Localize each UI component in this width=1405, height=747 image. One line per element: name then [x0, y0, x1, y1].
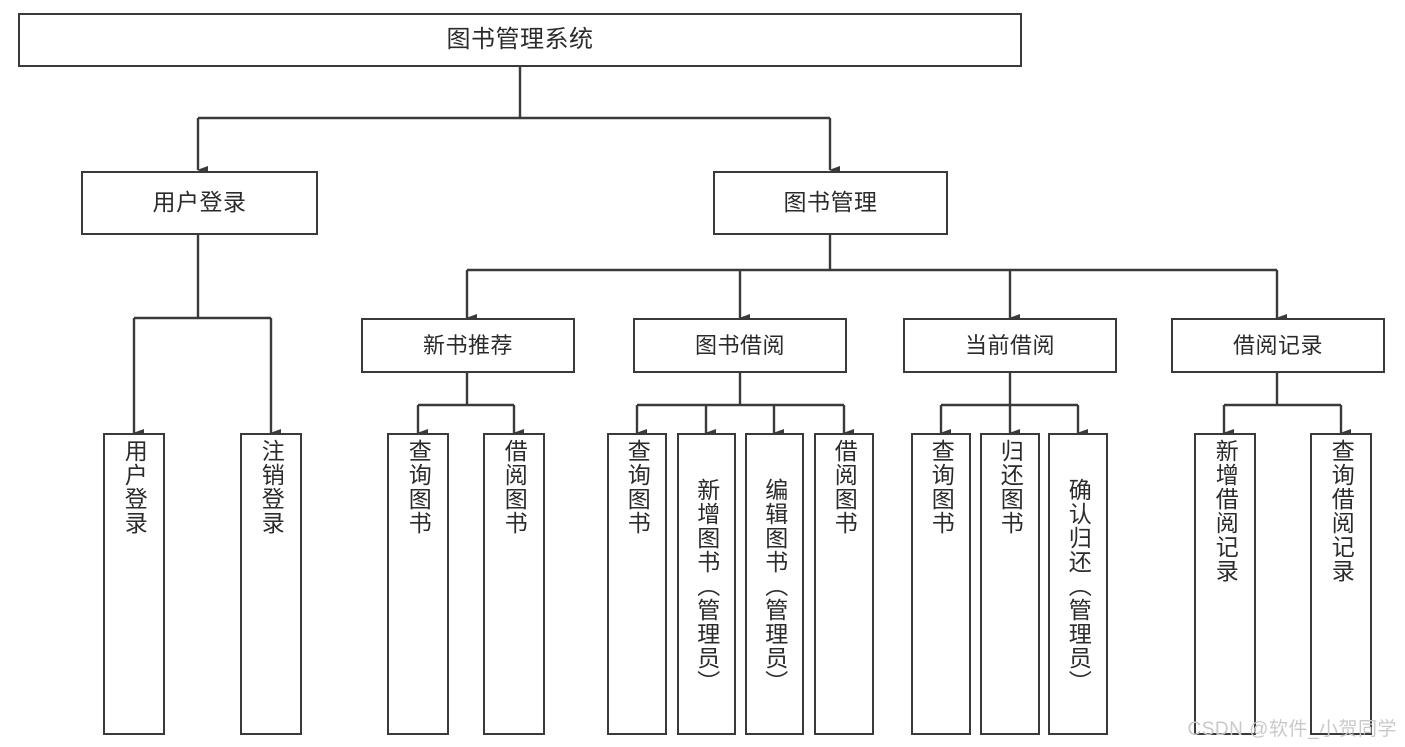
leaf-add-book-admin[interactable]: 新增图书（管理员）	[677, 433, 736, 735]
leaf-query-book-current[interactable]: 查询图书	[911, 433, 971, 735]
node-label: 注销登录	[258, 439, 285, 535]
node-label: 图书管理系统	[446, 25, 594, 53]
node-label: 归还图书	[997, 439, 1024, 535]
node-book-management[interactable]: 图书管理	[713, 171, 948, 235]
node-label: 图书管理	[783, 189, 878, 216]
node-label: 新书推荐	[422, 332, 513, 358]
node-label: 借阅记录	[1232, 332, 1323, 358]
leaf-add-borrow-record[interactable]: 新增借阅记录	[1194, 433, 1256, 735]
node-new-book-recommendation[interactable]: 新书推荐	[361, 318, 575, 373]
node-label: 用户登录	[121, 439, 148, 535]
leaf-query-book-newbook[interactable]: 查询图书	[387, 433, 449, 735]
node-label: 借阅图书	[831, 439, 858, 535]
node-root-book-management-system[interactable]: 图书管理系统	[18, 13, 1022, 67]
node-label: 用户登录	[152, 189, 247, 216]
csdn-watermark: CSDN @软件_小贺同学	[1187, 719, 1397, 740]
leaf-user-login[interactable]: 用户登录	[103, 433, 165, 735]
leaf-edit-book-admin[interactable]: 编辑图书（管理员）	[745, 433, 804, 735]
node-label: 借阅图书	[501, 439, 528, 535]
node-label: 确认归还（管理员）	[1065, 478, 1092, 694]
node-label: 图书借阅	[694, 332, 785, 358]
node-label: 新增图书（管理员）	[693, 478, 720, 694]
node-label: 新增借阅记录	[1212, 439, 1239, 583]
node-book-borrowing[interactable]: 图书借阅	[633, 318, 847, 373]
node-borrow-records[interactable]: 借阅记录	[1171, 318, 1385, 373]
node-current-borrowing[interactable]: 当前借阅	[903, 318, 1117, 373]
leaf-confirm-return-admin[interactable]: 确认归还（管理员）	[1048, 433, 1108, 735]
leaf-logout[interactable]: 注销登录	[240, 433, 302, 735]
node-user-login[interactable]: 用户登录	[81, 171, 318, 235]
node-label: 查询图书	[928, 439, 955, 535]
leaf-return-book[interactable]: 归还图书	[980, 433, 1040, 735]
node-label: 当前借阅	[964, 332, 1055, 358]
leaf-query-book-borrow[interactable]: 查询图书	[607, 433, 667, 735]
leaf-query-borrow-record[interactable]: 查询借阅记录	[1310, 433, 1372, 735]
leaf-borrow-book-newbook[interactable]: 借阅图书	[483, 433, 545, 735]
node-label: 查询图书	[405, 439, 432, 535]
node-label: 查询借阅记录	[1328, 439, 1355, 583]
leaf-borrow-book-borrow[interactable]: 借阅图书	[814, 433, 874, 735]
node-label: 编辑图书（管理员）	[761, 478, 788, 694]
node-label: 查询图书	[624, 439, 651, 535]
